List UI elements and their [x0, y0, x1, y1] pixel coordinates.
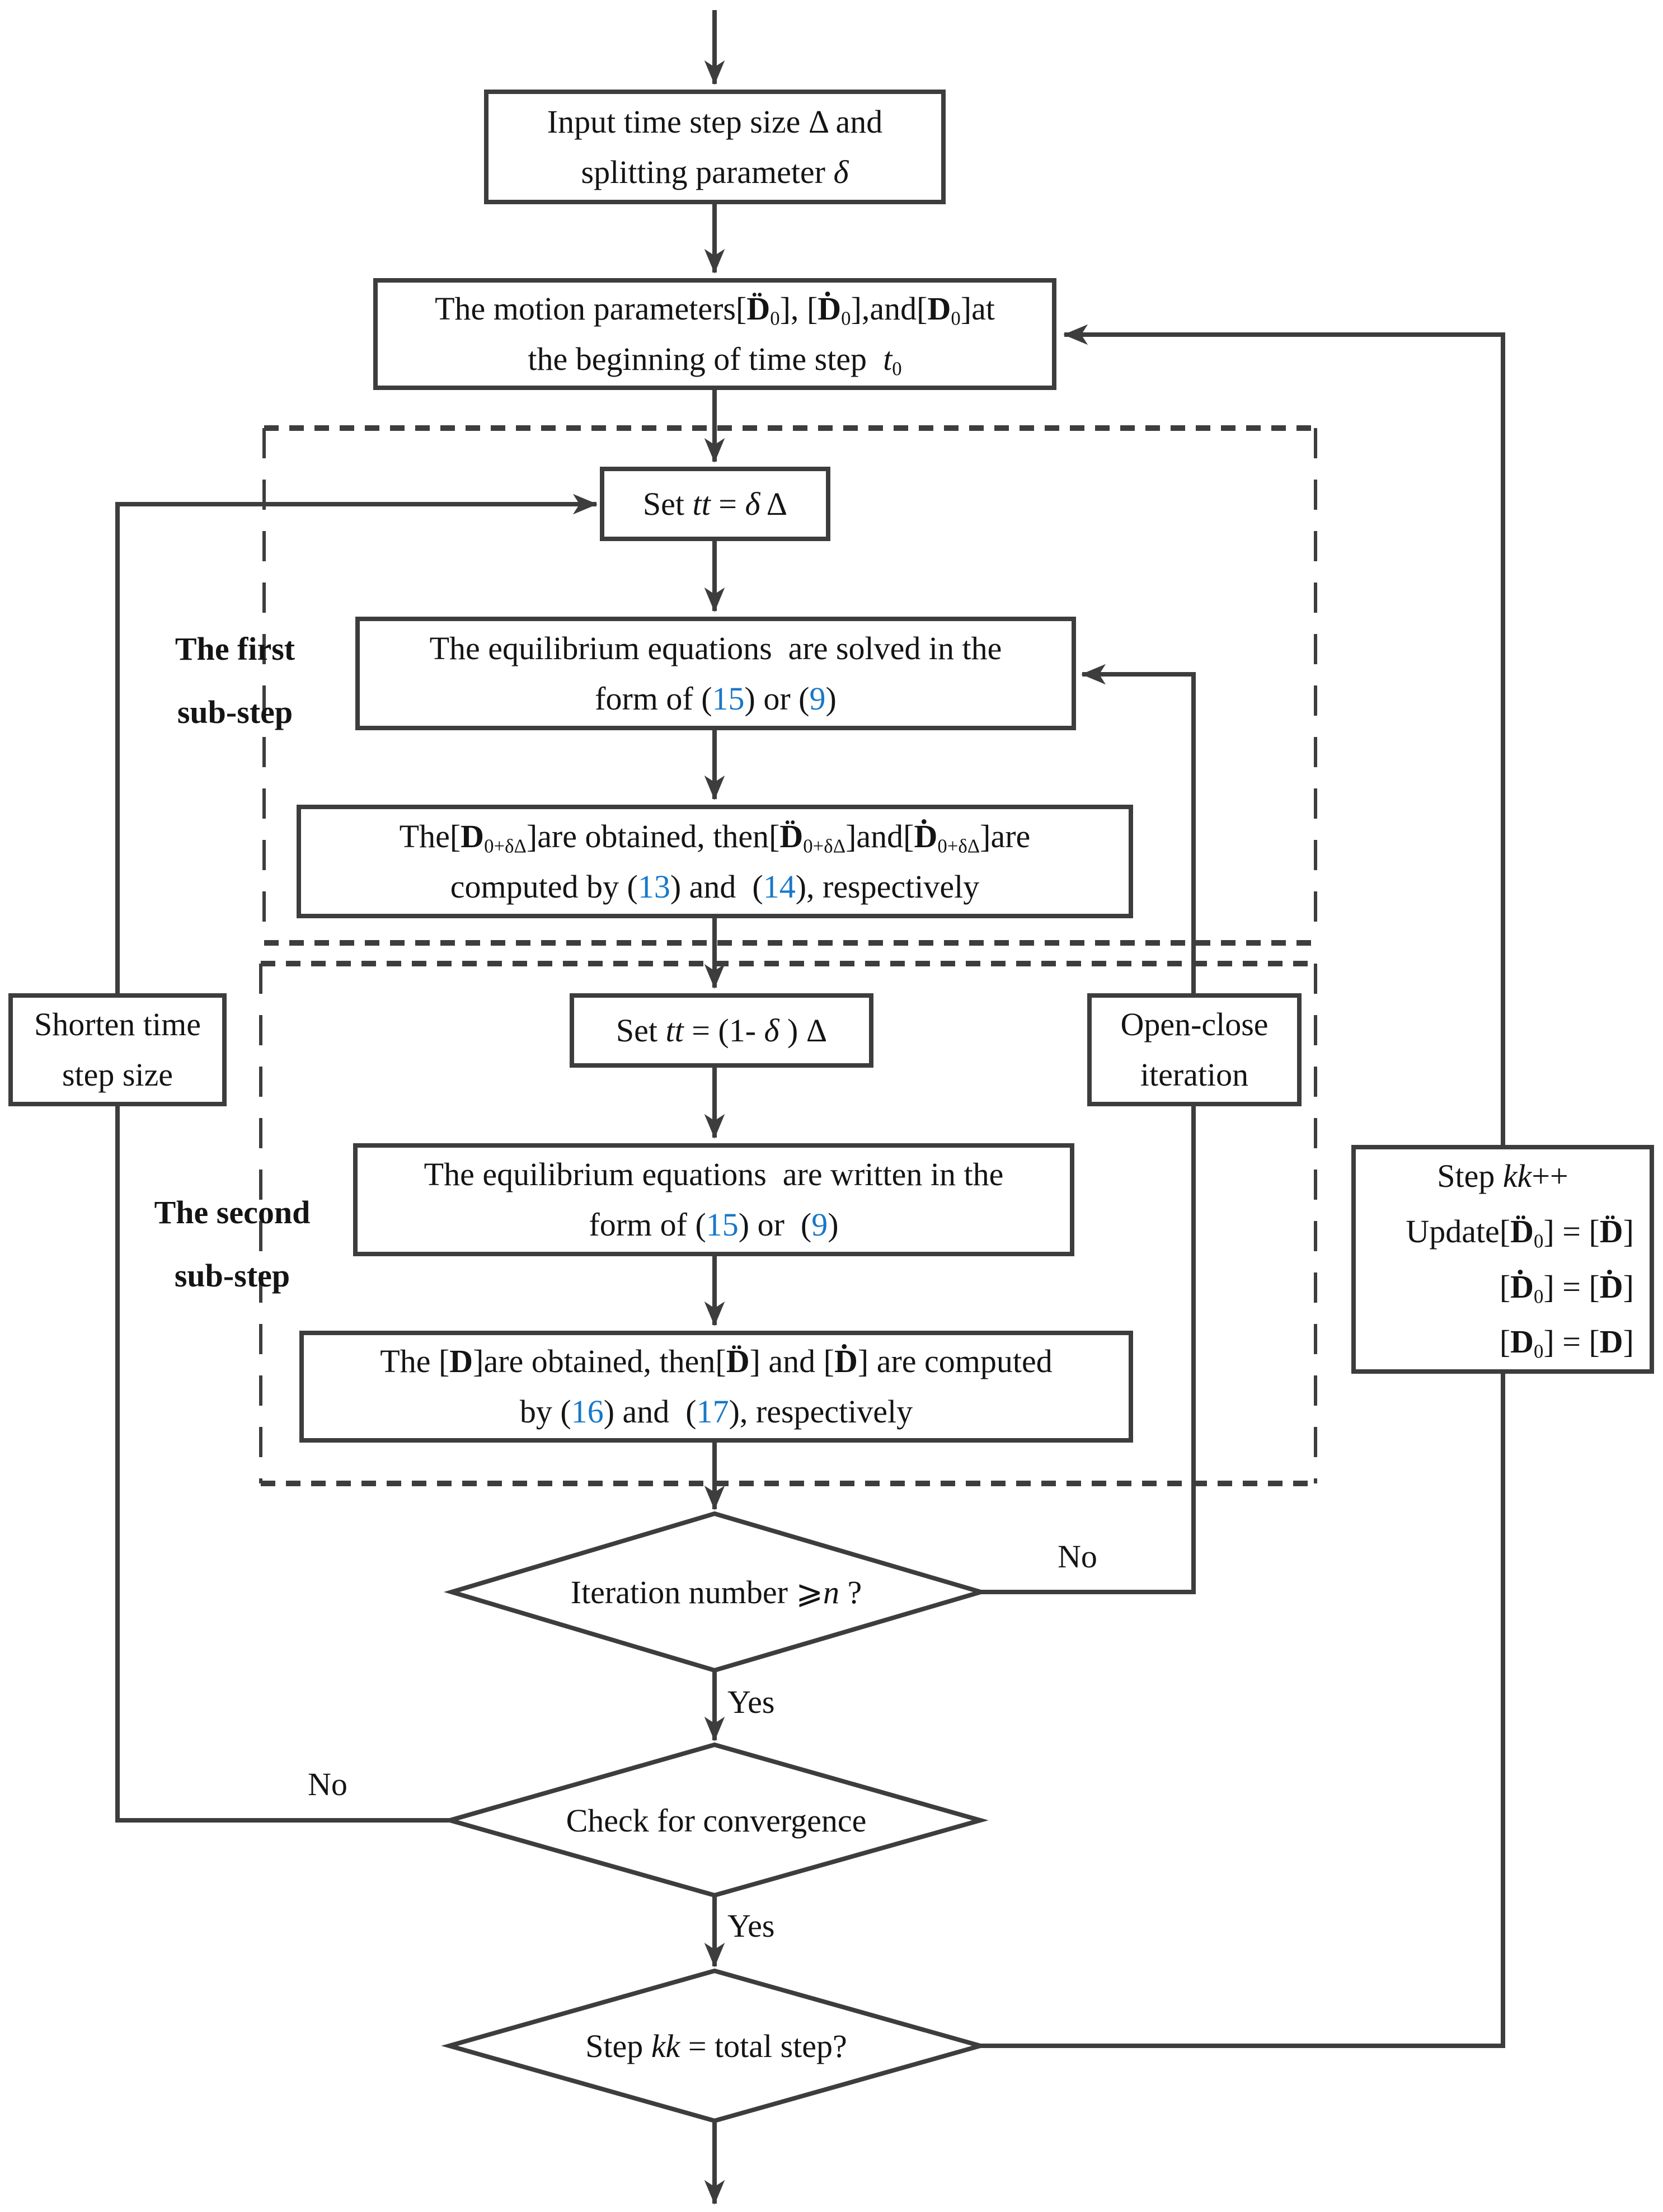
text-line: splitting parameter δ [581, 153, 849, 190]
node-motion-parameters: The motion parameters[D̈0], [Ḋ0],and[D0]… [373, 278, 1056, 390]
text-line: Shorten time [34, 1006, 201, 1043]
decision-iteration-number-label: Iteration number ⩾n ? [570, 1573, 862, 1611]
text-line: iteration [1140, 1056, 1249, 1093]
text-line: form of (15) or (9) [595, 680, 837, 717]
text-line: Update[D̈0] = [D̈] [1406, 1213, 1634, 1252]
substep-label-second: The second sub-step [154, 1194, 311, 1294]
text-line: [D0] = [D] [1499, 1323, 1634, 1363]
decision-step-total-shape [441, 1968, 989, 2124]
node-equilibrium-solved-first: The equilibrium equations are solved in … [355, 617, 1076, 730]
text-line: form of (15) or (9) [589, 1206, 839, 1243]
text-line: the beginning of time step t0 [528, 341, 902, 380]
node-shorten-time-step: Shorten time step size [8, 993, 227, 1106]
text-line: Input time step size Δ and [547, 103, 883, 140]
text-line: The motion parameters[D̈0], [Ḋ0],and[D0]… [435, 290, 995, 330]
text-line: [Ḋ0] = [Ḋ] [1499, 1268, 1634, 1308]
text-line: Step kk++ [1437, 1158, 1568, 1195]
decision-check-convergence-shape [441, 1742, 989, 1898]
node-set-tt-first-substep: Set tt = δ Δ [600, 467, 830, 541]
text-line: Open-close [1120, 1006, 1269, 1043]
text-line: The[D0+δΔ]are obtained, then[D̈0+δΔ]and[… [399, 818, 1031, 857]
branch-label-yes-iteration: Yes [727, 1684, 775, 1720]
node-equilibrium-written-second: The equilibrium equations are written in… [353, 1143, 1074, 1256]
flow-arrows [115, 10, 1505, 2205]
decision-check-convergence-label: Check for convergence [566, 1802, 867, 1839]
node-obtained-first-substep: The[D0+δΔ]are obtained, then[D̈0+δΔ]and[… [297, 805, 1133, 918]
text-line: The [D]are obtained, then[D̈] and [Ḋ] ar… [380, 1343, 1053, 1380]
text-line: step size [62, 1056, 173, 1093]
decision-iteration-number-shape [443, 1511, 989, 1673]
substep-dashed-frames [259, 425, 1317, 1486]
node-set-tt-second-substep: Set tt = (1- δ ) Δ [570, 993, 873, 1068]
text-line: The equilibrium equations are solved in … [429, 630, 1002, 666]
text-line: computed by (13) and (14), respectively [450, 868, 980, 905]
substep-label-first: The first sub-step [175, 631, 295, 731]
text-line: The equilibrium equations are written in… [424, 1156, 1004, 1193]
text-line: by (16) and (17), respectively [519, 1393, 913, 1430]
branch-label-no-iteration: No [1058, 1538, 1097, 1575]
node-open-close-iteration: Open-close iteration [1087, 993, 1302, 1106]
node-input-time-step: Input time step size Δ and splitting par… [484, 90, 946, 204]
decision-step-total-label: Step kk = total step? [585, 2027, 847, 2064]
branch-label-no-convergence: No [308, 1766, 347, 1802]
text-line: Set tt = δ Δ [642, 485, 788, 522]
node-step-update: Step kk++ Update[D̈0] = [D̈] [Ḋ0] = [Ḋ] … [1351, 1145, 1654, 1374]
branch-label-yes-convergence: Yes [727, 1908, 775, 1944]
node-obtained-second-substep: The [D]are obtained, then[D̈] and [Ḋ] ar… [299, 1331, 1133, 1443]
text-line: Set tt = (1- δ ) Δ [616, 1012, 828, 1049]
